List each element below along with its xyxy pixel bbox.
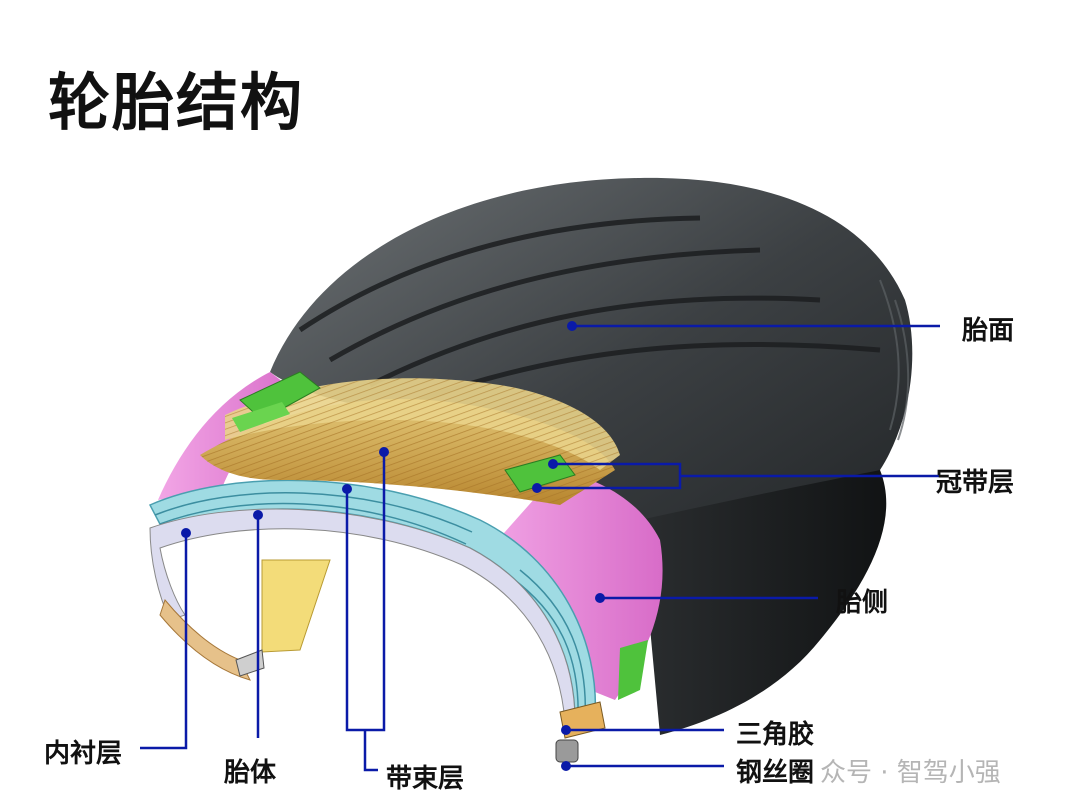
leader-belt	[345, 452, 386, 772]
bead-area	[235, 649, 606, 763]
leader-dots	[181, 321, 605, 771]
watermark: 众号 · 智驾小强	[820, 758, 1001, 788]
label-inner-liner: 内衬层	[44, 739, 123, 769]
label-apex: 三角胶	[736, 720, 815, 750]
label-belt: 带束层	[386, 764, 465, 794]
leader-lines	[140, 324, 940, 772]
inner-liner	[149, 508, 576, 723]
inner-bead-band	[261, 559, 331, 653]
tread-rubber	[270, 177, 913, 735]
label-carcass: 胎体	[224, 758, 277, 788]
label-tread: 胎面	[962, 316, 1015, 346]
label-sidewall: 胎侧	[836, 588, 889, 618]
leader-cap-ply	[537, 462, 940, 490]
sidewall-right	[480, 470, 663, 700]
label-cap-ply: 冠带层	[936, 468, 1015, 498]
leader-inner-liner	[140, 533, 188, 750]
page-title: 轮胎结构	[48, 66, 305, 139]
label-bead-wire: 钢丝圈	[736, 758, 815, 788]
